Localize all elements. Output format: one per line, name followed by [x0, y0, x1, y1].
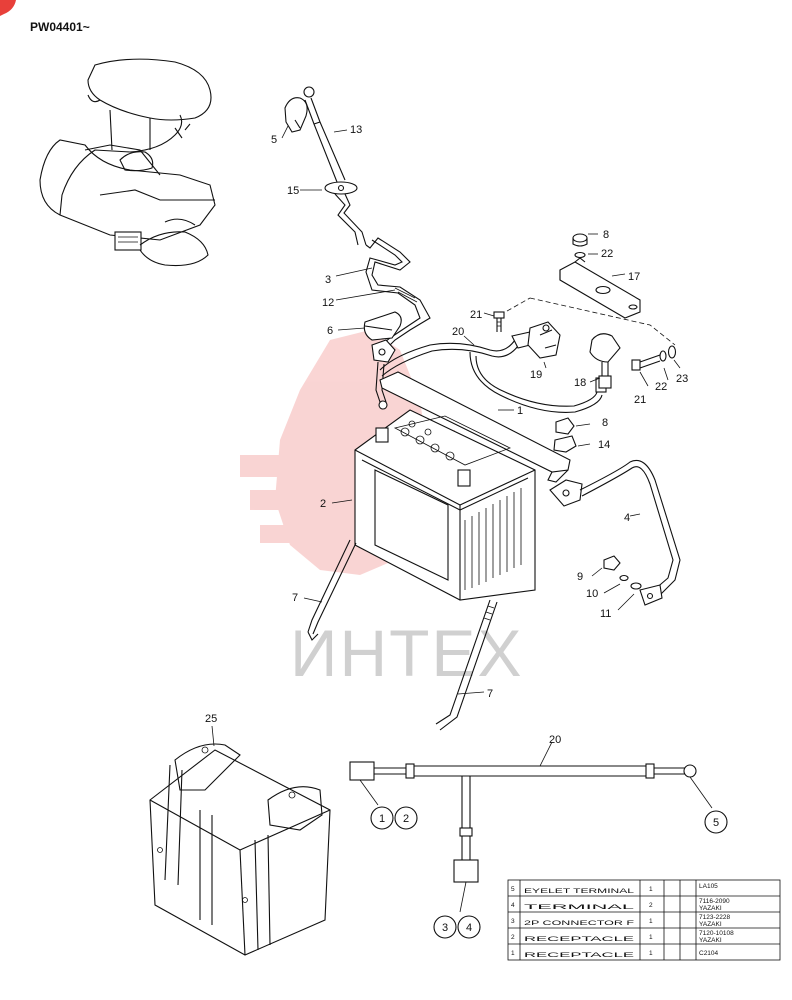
parts-table: 5 EYELET TERMINAL 1 LA105 4 TERMINAL 2 7…	[507, 879, 781, 961]
bolt-21b	[631, 345, 677, 371]
leader-lines	[211, 125, 681, 767]
svg-text:20: 20	[549, 734, 561, 746]
svg-text:3: 3	[442, 922, 448, 934]
svg-text:14: 14	[598, 439, 610, 451]
table-row: 2 RECEPTACLE 1 7120-10108 YAZAKI	[511, 930, 734, 944]
svg-text:1: 1	[649, 886, 653, 893]
svg-text:8: 8	[602, 417, 608, 429]
svg-text:1: 1	[517, 405, 523, 417]
svg-text:6: 6	[327, 325, 333, 337]
svg-text:15: 15	[287, 185, 299, 197]
hold-down-rod-right	[435, 599, 498, 731]
svg-text:21: 21	[634, 394, 646, 406]
svg-text:3: 3	[511, 918, 515, 925]
svg-text:13: 13	[350, 124, 362, 136]
svg-text:20: 20	[452, 326, 464, 338]
svg-text:RECEPTACLE: RECEPTACLE	[524, 952, 636, 959]
svg-text:3: 3	[325, 274, 331, 286]
excavator-cab-illustration	[39, 58, 216, 267]
svg-text:23: 23	[676, 373, 688, 385]
positive-cable-upper	[303, 86, 431, 351]
svg-text:1: 1	[649, 950, 653, 957]
watermark-text: ИНТЕХ	[290, 616, 523, 690]
terminal-cap	[284, 97, 308, 133]
svg-text:1: 1	[649, 934, 653, 941]
svg-text:18: 18	[574, 377, 586, 389]
relay-19	[527, 321, 561, 359]
bolt-21a	[493, 311, 505, 332]
svg-text:11: 11	[600, 608, 611, 620]
svg-text:7: 7	[292, 592, 298, 604]
svg-text:19: 19	[530, 369, 542, 381]
cable-boot	[363, 311, 402, 341]
relay-18	[589, 333, 621, 389]
callout-labels: 5 13 15 3 12 6 20 21 8 22 17 19 18 21 22…	[205, 124, 688, 746]
svg-text:1: 1	[379, 813, 385, 825]
svg-text:5: 5	[271, 134, 277, 146]
harness-schematic	[349, 761, 713, 913]
svg-text:2P CONNECTOR F: 2P CONNECTOR F	[524, 920, 634, 927]
svg-text:4: 4	[466, 922, 472, 934]
corner-mark	[0, 0, 16, 16]
svg-text:EYELET TERMINAL: EYELET TERMINAL	[524, 888, 635, 895]
table-row: 5 EYELET TERMINAL 1 LA105	[511, 883, 718, 895]
battery-cover	[149, 743, 331, 956]
svg-text:YAZAKI: YAZAKI	[699, 937, 722, 944]
table-row: 1 RECEPTACLE 1 C2104	[511, 950, 719, 959]
svg-text:YAZAKI: YAZAKI	[699, 905, 722, 912]
svg-text:7120-10108: 7120-10108	[699, 930, 734, 937]
svg-text:2: 2	[320, 498, 326, 510]
svg-text:1: 1	[649, 918, 653, 925]
hold-down-rod-left	[307, 539, 357, 641]
harness-callout-circles: 1 2 5 3 4	[370, 806, 728, 939]
svg-text:4: 4	[511, 902, 515, 909]
svg-text:C2104: C2104	[699, 950, 719, 957]
svg-text:7: 7	[487, 688, 493, 700]
svg-text:10: 10	[586, 588, 598, 600]
svg-text:2: 2	[403, 813, 409, 825]
svg-text:7116-2090: 7116-2090	[699, 898, 730, 905]
svg-text:9: 9	[577, 571, 583, 583]
svg-text:5: 5	[713, 817, 719, 829]
svg-text:7123-2228: 7123-2228	[699, 914, 730, 921]
nut-8b	[555, 417, 575, 435]
battery-hold-down	[379, 371, 571, 483]
negative-cable	[549, 459, 681, 606]
svg-text:RECEPTACLE: RECEPTACLE	[524, 936, 636, 943]
svg-text:TERMINAL: TERMINAL	[524, 904, 635, 911]
svg-text:YAZAKI: YAZAKI	[699, 921, 722, 928]
svg-text:22: 22	[601, 248, 613, 260]
svg-text:4: 4	[624, 512, 630, 524]
svg-text:2: 2	[511, 934, 515, 941]
page-code: PW04401~	[30, 20, 90, 34]
terminal-clamp-positive	[371, 339, 396, 363]
svg-text:LA105: LA105	[699, 883, 718, 890]
svg-text:22: 22	[655, 381, 667, 393]
svg-text:1: 1	[511, 950, 515, 957]
svg-text:8: 8	[603, 229, 609, 241]
svg-text:2: 2	[649, 902, 653, 909]
svg-text:5: 5	[511, 886, 515, 893]
relay-bracket	[499, 233, 676, 346]
svg-text:12: 12	[322, 297, 334, 309]
svg-text:25: 25	[205, 713, 217, 725]
table-row: 4 TERMINAL 2 7116-2090 YAZAKI	[511, 898, 730, 912]
svg-text:21: 21	[470, 309, 482, 321]
wing-nut-14	[553, 435, 577, 453]
hardware-9-10-11	[603, 555, 642, 590]
table-row: 3 2P CONNECTOR F 1 7123-2228 YAZAKI	[511, 914, 730, 928]
svg-text:17: 17	[628, 271, 640, 283]
